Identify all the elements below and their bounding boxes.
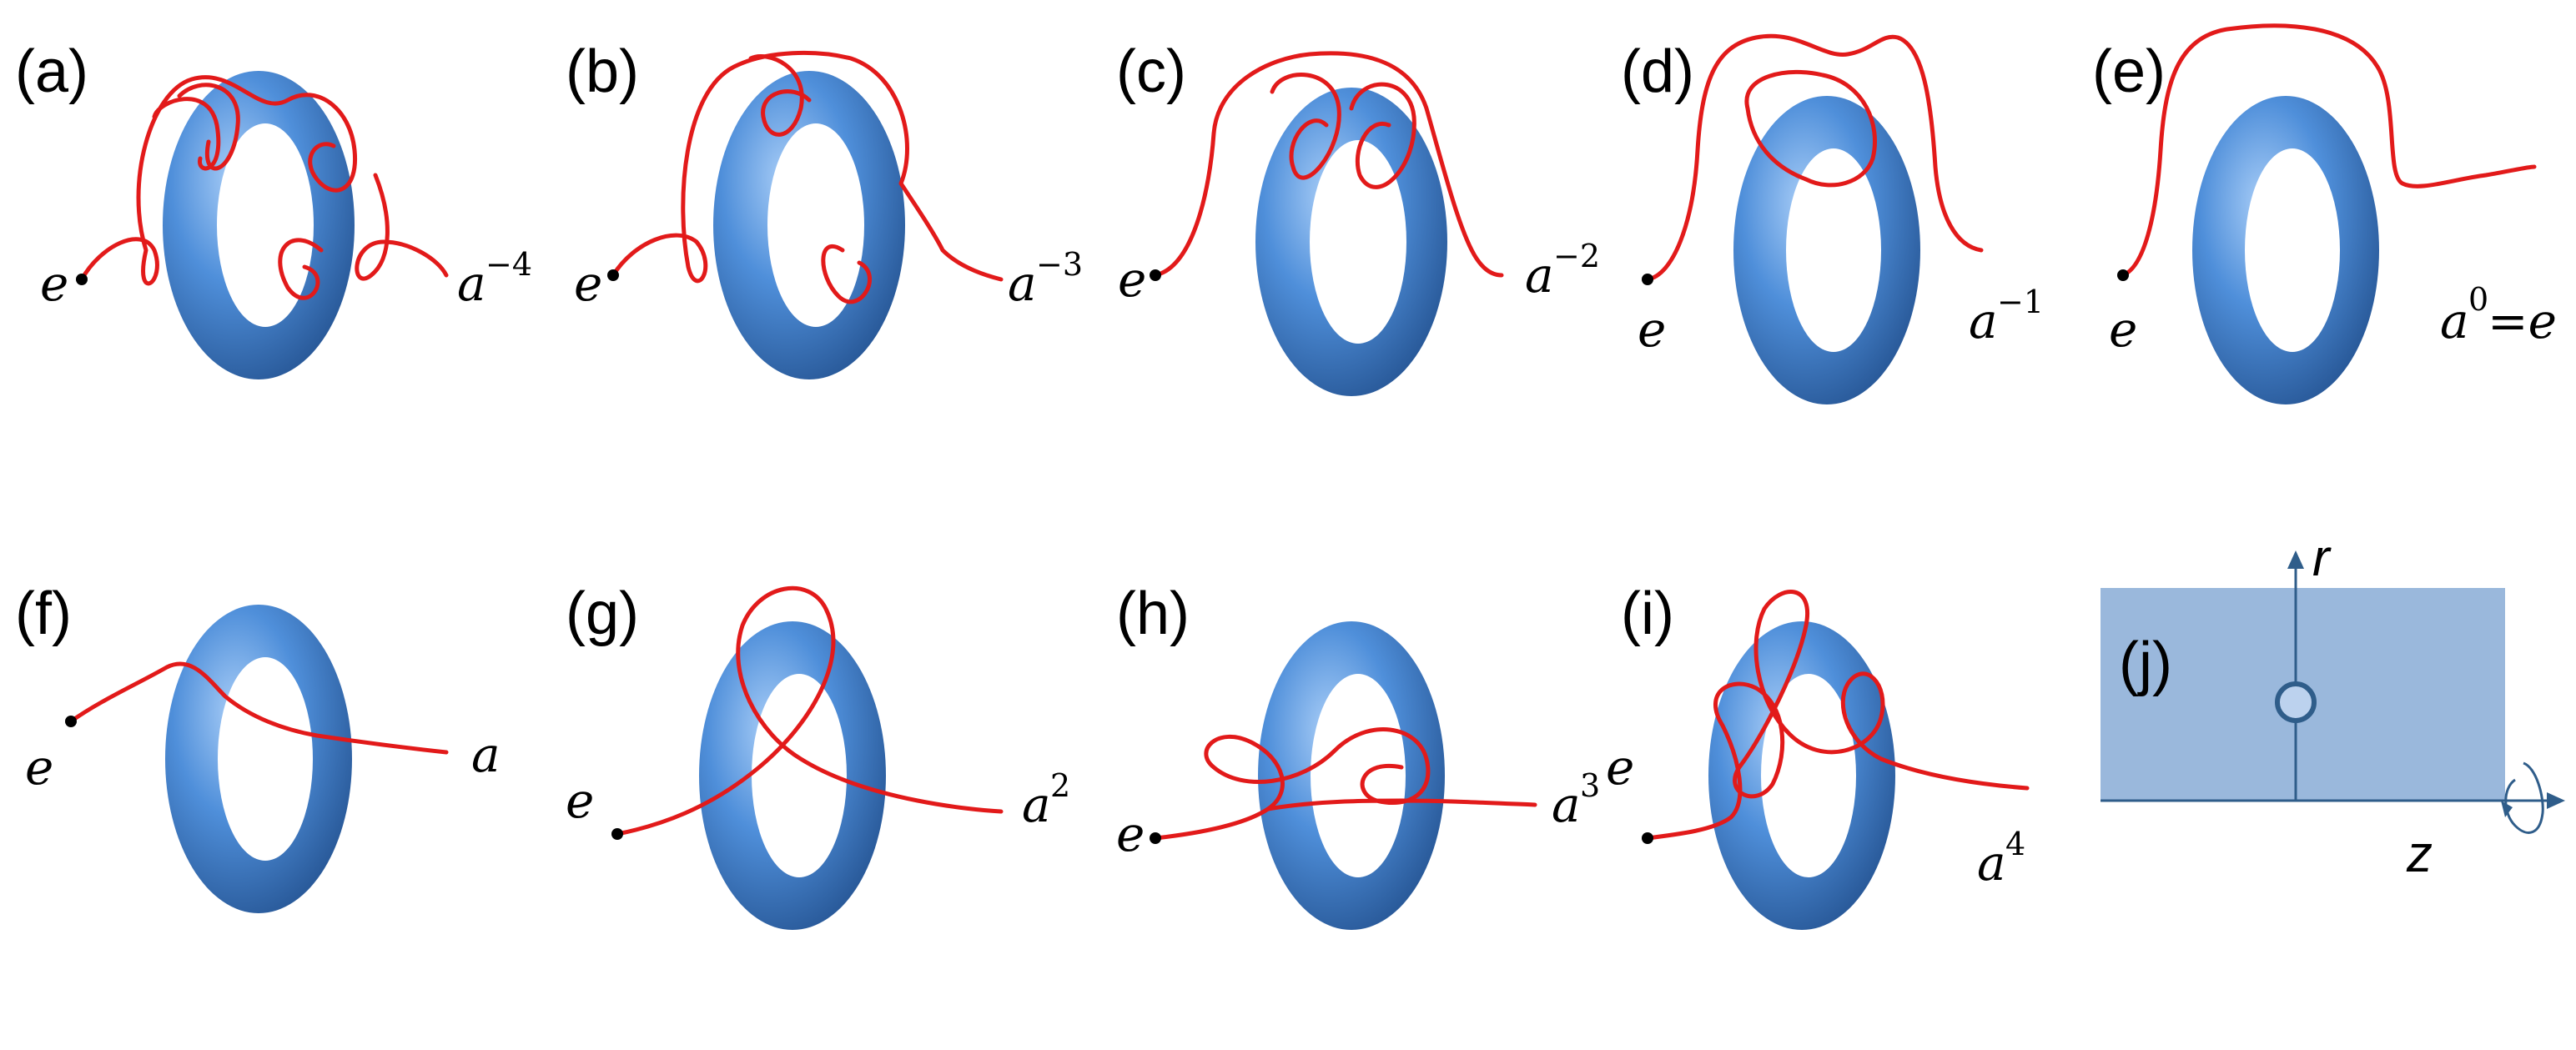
r-axis-label: r <box>2312 530 2332 587</box>
start-label: e <box>2109 301 2137 358</box>
svg-text:2: 2 <box>1050 767 1070 804</box>
start-label: e <box>1606 739 1634 796</box>
start-label: e <box>1118 251 1146 308</box>
svg-text:−3: −3 <box>1036 246 1083 283</box>
r-axis-arrow-icon <box>2287 550 2304 569</box>
panel-e: (e) e a 0 =e <box>2092 23 2557 404</box>
red-curve <box>1153 727 1537 841</box>
torus <box>1733 96 1920 404</box>
red-curve <box>79 75 449 300</box>
svg-text:a: a <box>1969 293 1998 349</box>
panel-label: (c) <box>1116 38 1186 105</box>
end-label: a 0 =e <box>2440 281 2557 349</box>
torus <box>165 605 352 913</box>
panel-b: (b) e a −3 <box>566 38 1083 379</box>
start-label: e <box>40 255 68 312</box>
end-label: a −1 <box>1969 284 2044 349</box>
panel-label: (f) <box>15 580 72 647</box>
end-label: a −2 <box>1525 238 1600 304</box>
svg-text:a: a <box>457 255 486 312</box>
red-curve <box>1645 33 1984 282</box>
panel-label: (d) <box>1621 38 1694 105</box>
rotation-arrowhead-icon <box>2501 801 2513 817</box>
end-label: a 3 <box>1552 767 1600 833</box>
svg-text:a: a <box>1977 835 2006 892</box>
rotation-arrow-icon <box>2504 761 2544 834</box>
torus <box>713 71 905 379</box>
start-label: e <box>1116 806 1145 862</box>
panel-label: (j) <box>2119 631 2172 697</box>
red-curve <box>68 661 449 755</box>
panel-d: (d) e a −1 <box>1621 33 2044 404</box>
start-label: e <box>566 772 594 829</box>
start-label: e <box>574 255 602 312</box>
svg-text:a: a <box>471 726 501 783</box>
panel-c: (c) e a −2 <box>1116 38 1600 396</box>
end-label: a <box>471 726 501 783</box>
svg-text:a: a <box>1552 776 1581 833</box>
svg-text:a: a <box>2440 293 2469 349</box>
panel-label: (g) <box>566 580 639 647</box>
torus <box>1258 621 1445 930</box>
panel-label: (a) <box>15 38 88 105</box>
svg-text:0: 0 <box>2468 281 2488 318</box>
end-label: a −4 <box>457 246 532 312</box>
start-label: e <box>1638 301 1666 358</box>
panel-label: (h) <box>1116 580 1190 647</box>
red-curve <box>1645 590 2030 841</box>
start-label: e <box>25 739 53 796</box>
panel-f: (f) e a <box>15 580 501 913</box>
torus <box>699 621 886 930</box>
svg-text:−4: −4 <box>486 246 532 283</box>
torus <box>1255 88 1447 396</box>
svg-text:=e: =e <box>2488 293 2557 349</box>
panel-g: (g) e a 2 <box>566 580 1070 930</box>
z-axis-arrow-icon <box>2547 792 2565 809</box>
panel-j: (j) r z <box>2101 530 2565 883</box>
panel-i: (i) e a 4 <box>1606 580 2030 930</box>
svg-text:−2: −2 <box>1553 238 1600 274</box>
panel-label: (e) <box>2092 38 2166 105</box>
svg-text:a: a <box>1008 255 1037 312</box>
svg-text:a: a <box>1525 247 1554 304</box>
end-label: a 2 <box>1022 767 1070 833</box>
torus-cross-section-icon <box>2275 681 2317 723</box>
z-axis-label: z <box>2406 826 2433 883</box>
red-curve <box>1153 51 1504 278</box>
svg-text:−1: −1 <box>1997 284 2044 320</box>
red-curve <box>2121 23 2537 278</box>
panel-label: (b) <box>566 38 639 105</box>
end-label: a −3 <box>1008 246 1083 312</box>
end-label: a 4 <box>1977 826 2025 892</box>
panel-h: (h) e a 3 <box>1116 580 1600 930</box>
red-curve <box>615 585 1004 836</box>
torus <box>163 71 355 379</box>
svg-text:3: 3 <box>1580 767 1600 804</box>
torus <box>1708 621 1895 930</box>
svg-text:a: a <box>1022 776 1051 833</box>
svg-text:4: 4 <box>2005 826 2025 862</box>
panel-a: (a) e a −4 <box>15 38 532 379</box>
panel-label: (i) <box>1621 580 1674 647</box>
torus <box>2192 96 2379 404</box>
red-curve <box>611 50 1004 304</box>
